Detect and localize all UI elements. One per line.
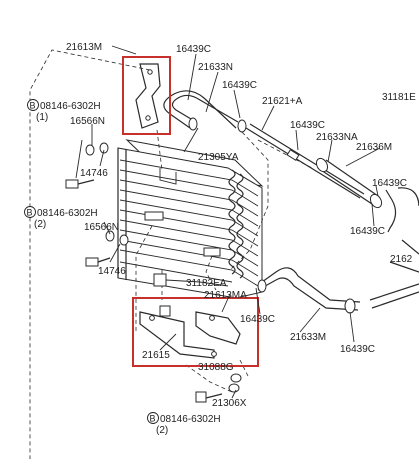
- label-bolt-2-qty: (2): [34, 219, 46, 230]
- bracket-21615: [132, 297, 259, 367]
- label-21636m: 21636M: [356, 142, 392, 153]
- label-21613m: 21613M: [66, 42, 102, 53]
- hose-clamp-icon: [188, 117, 198, 131]
- label-21615: 21615: [142, 350, 170, 361]
- bolt-callout-circle: [27, 99, 39, 111]
- hose-21633m: [257, 267, 361, 314]
- washer-icon: [105, 230, 129, 246]
- tube-21636m: [385, 187, 419, 255]
- bracket-21613m: [122, 56, 171, 135]
- label-16439c-3: 16439C: [290, 120, 325, 131]
- bolt-circle-1: B: [30, 101, 36, 111]
- label-21633na: 21633NA: [316, 132, 358, 143]
- bolt-icon: [195, 373, 242, 403]
- label-31182ea: 31182EA: [186, 278, 227, 289]
- label-21633n: 21633N: [198, 62, 233, 73]
- washer-icon: [85, 142, 109, 156]
- label-bolt-3: 08146-6302H: [160, 414, 221, 425]
- label-21633m: 21633M: [290, 332, 326, 343]
- label-14746-2: 14746: [98, 266, 126, 277]
- label-2162: 2162: [390, 254, 413, 265]
- highlight-box-bottom: [132, 297, 259, 367]
- bolt-icon: [65, 179, 95, 189]
- label-21306x: 21306X: [212, 398, 247, 409]
- hose-21633n: [163, 90, 247, 133]
- label-bolt-3-qty: (2): [156, 425, 168, 436]
- label-21621a: 21621+A: [262, 96, 303, 107]
- highlight-box-top: [122, 56, 171, 135]
- label-16439c-7: 16439C: [340, 344, 375, 355]
- label-16439c-6: 16439C: [240, 314, 275, 325]
- label-bolt-2: 08146-6302H: [37, 208, 98, 219]
- hose-21633na: [315, 157, 383, 209]
- label-16439c-1: 16439C: [176, 44, 211, 55]
- label-16439c-4: 16439C: [372, 178, 407, 189]
- mount-31182ea: [153, 273, 201, 287]
- bolt-icon: [85, 257, 111, 267]
- hose-clamp-icon: [237, 119, 247, 133]
- bolt-circle-2: B: [27, 208, 33, 218]
- label-16566n-1: 16566N: [70, 116, 105, 127]
- label-16439c-2: 16439C: [222, 80, 257, 91]
- label-16566n-2: 16566N: [84, 222, 119, 233]
- bolt-circle-3: B: [150, 414, 156, 424]
- bolt-callout-circle: [147, 412, 159, 424]
- tube-21621a: [245, 123, 365, 199]
- label-bolt-1-qty: (1): [36, 112, 48, 123]
- oil-cooler-icon: [117, 139, 264, 299]
- label-31088g: 31088G: [198, 362, 234, 373]
- label-16439c-5: 16439C: [350, 226, 385, 237]
- label-21613ma: 21613MA: [204, 290, 247, 301]
- bolt-callout-circle: [24, 206, 36, 218]
- label-14746-1: 14746: [80, 168, 108, 179]
- label-31181e: 31181E: [382, 92, 416, 103]
- label-bolt-1: 08146-6302H: [40, 101, 101, 112]
- label-21305ya: 21305YA: [198, 152, 239, 163]
